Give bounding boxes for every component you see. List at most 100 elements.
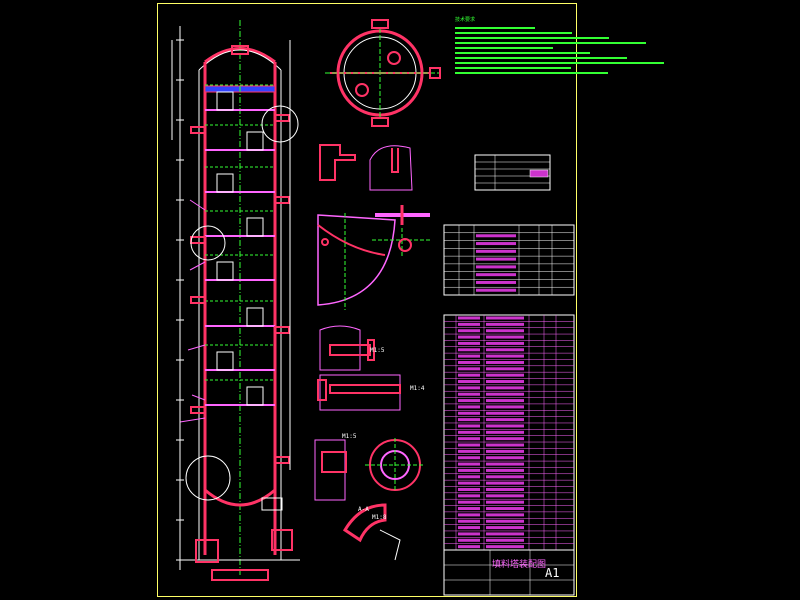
leader-line-4 [179,417,206,423]
nozzle-detail-1-pipe [329,344,371,356]
parts-table-text-1 [486,316,524,320]
parts-table-code-27 [458,481,480,485]
parts-table-text-19 [486,430,524,434]
parts-table-code-29 [458,494,480,498]
detail-circle-bottom [185,455,231,501]
nozzle-table-text-1 [476,234,516,238]
technical-note-line-1 [455,26,535,29]
parts-table-code-35 [458,532,480,536]
parts-table-text-27 [486,481,524,485]
plan-view-top-flange [371,19,389,29]
tray-downcomer-8 [246,386,264,406]
nozzle-detail-1-outline [319,325,361,371]
small-table-border [474,154,551,191]
parts-table-text-13 [486,392,524,396]
parts-table-text-23 [486,456,524,460]
parts-table-code-5 [458,341,480,345]
leader-line-2 [189,261,206,271]
lower-detail-1-block [321,451,347,473]
parts-table-text-32 [486,513,524,517]
nozzle-detail-1-flange [367,339,375,361]
detail-view-1 [319,144,356,181]
parts-table-text-17 [486,418,524,422]
parts-table-code-26 [458,475,480,479]
leader-line-5 [191,394,206,401]
parts-table-text-8 [486,360,524,364]
tray-downcomer-2 [246,131,264,151]
side-nozzle-4 [190,406,206,414]
tray-downcomer-4 [246,217,264,237]
plan-view-right-flange [429,67,441,79]
side-nozzle-8 [274,456,290,464]
technical-note-line-3 [455,36,609,39]
parts-table-text-22 [486,449,524,453]
parts-table-code-10 [458,373,480,377]
plan-view-nozzle-1 [387,51,401,65]
arc-detail-leader [379,529,401,561]
parts-table-code-11 [458,380,480,384]
parts-table-text-3 [486,329,524,333]
parts-table-text-10 [486,373,524,377]
parts-table-code-20 [458,437,480,441]
parts-table-text-9 [486,367,524,371]
parts-table-text-28 [486,487,524,491]
parts-table-text-29 [486,494,524,498]
nozzle-table-text-6 [476,273,516,277]
parts-table-text-36 [486,538,524,542]
technical-note-line-6 [455,51,590,54]
parts-table-text-12 [486,386,524,390]
distributor-hub [398,238,412,252]
parts-table-code-18 [458,424,480,428]
scale-label-d: M1:8 [372,514,387,521]
parts-table-text-15 [486,405,524,409]
parts-table-code-24 [458,462,480,466]
leader-line-1 [189,199,206,211]
parts-table-text-25 [486,468,524,472]
technical-note-line-7 [455,56,627,59]
support-bracket-hole [321,238,329,246]
arc-detail [342,503,387,543]
parts-table-code-8 [458,360,480,364]
parts-table-text-4 [486,335,524,339]
parts-table-text-24 [486,462,524,466]
parts-table-text-34 [486,526,524,530]
nozzle-table-text-8 [476,288,516,292]
parts-table-code-33 [458,519,480,523]
detail-circle-mid [190,225,226,261]
technical-note-line-4 [455,41,646,44]
technical-note-line-9 [455,66,571,69]
parts-table-code-31 [458,507,480,511]
side-nozzle-2 [190,236,206,244]
parts-table-code-22 [458,449,480,453]
top-nozzle [231,45,249,55]
detail-view-2-outline [369,145,413,191]
parts-table-text-30 [486,500,524,504]
nozzle-table-text-5 [476,265,516,269]
parts-table-code-1 [458,316,480,320]
title-block-sheet-size: A1 [545,566,560,580]
tower-top-head [204,47,276,64]
side-nozzle-3 [190,296,206,304]
parts-table-text-35 [486,532,524,536]
detail-circle-top [261,105,299,143]
parts-table-code-4 [458,335,480,339]
parts-table-text-7 [486,354,524,358]
parts-table-code-23 [458,456,480,460]
parts-table-text-26 [486,475,524,479]
support-bracket-outline [317,214,396,306]
lower-detail-1-outline [314,439,346,501]
parts-table-text-11 [486,380,524,384]
parts-table-code-2 [458,322,480,326]
parts-table-code-7 [458,354,480,358]
parts-table-text-5 [486,341,524,345]
technical-note-line-10 [455,71,608,74]
parts-table-code-28 [458,487,480,491]
scale-label-a: M1:5 [342,433,357,440]
parts-table-text-21 [486,443,524,447]
tray-downcomer-3 [216,173,234,193]
leader-line-3 [187,344,206,351]
nozzle-table-text-7 [476,280,516,284]
tower-skirt-base [211,569,269,581]
